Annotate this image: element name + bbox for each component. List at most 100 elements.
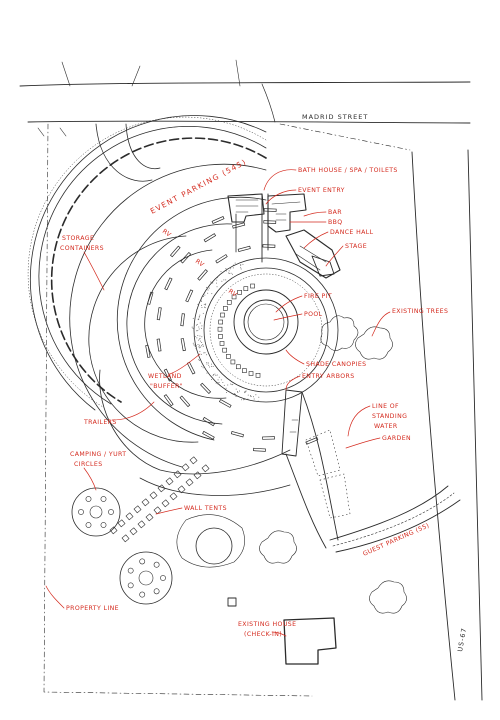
wetland-dot bbox=[206, 372, 208, 374]
wetland-dot bbox=[231, 384, 233, 386]
wetland-dot bbox=[234, 393, 236, 395]
rv-slot bbox=[180, 251, 192, 264]
wall-tent bbox=[137, 520, 146, 529]
property-line bbox=[43, 123, 411, 697]
rv-slot bbox=[203, 233, 217, 243]
wall-tent bbox=[141, 498, 150, 507]
wetland-label-line2: "BUFFER" bbox=[150, 383, 183, 390]
shade-canopy bbox=[218, 334, 223, 339]
wetland-dot bbox=[196, 337, 198, 339]
rv-slot bbox=[200, 382, 212, 394]
wetland-dot bbox=[252, 396, 254, 398]
wetland-dot bbox=[202, 345, 204, 347]
rv-label-1: RV bbox=[161, 228, 173, 239]
wetland-dot bbox=[208, 364, 210, 366]
wetland-dot bbox=[234, 262, 236, 264]
wall-tent bbox=[181, 463, 190, 472]
wetland-dot bbox=[223, 384, 225, 386]
shade-canopy bbox=[242, 368, 247, 373]
storage-label-line2: CONTAINERS bbox=[60, 245, 104, 252]
entry-arbors-label: ENTRY ARBORS bbox=[302, 373, 355, 380]
shade-canopy bbox=[226, 354, 231, 359]
wall-tents-label: WALL TENTS bbox=[184, 505, 227, 512]
wetland-dot bbox=[196, 330, 198, 332]
shade-canopy bbox=[248, 371, 254, 376]
wetland-dot bbox=[199, 314, 201, 316]
wetland-dot bbox=[202, 312, 204, 314]
wetland-dot bbox=[230, 272, 232, 274]
rv-slot bbox=[253, 447, 266, 452]
yurt bbox=[139, 591, 146, 598]
wetland-dot bbox=[206, 363, 208, 365]
bbq-label: BBQ bbox=[328, 219, 343, 226]
wetland-dot bbox=[217, 379, 219, 381]
wetland-dot bbox=[244, 391, 246, 393]
yurt-circle-1 bbox=[71, 487, 121, 537]
wall-tent bbox=[169, 492, 178, 501]
shade-canopy bbox=[217, 326, 223, 332]
wetland-dot bbox=[230, 383, 232, 385]
stage-label: STAGE bbox=[345, 243, 367, 250]
wetland-dot bbox=[218, 376, 220, 378]
wetland-dot bbox=[202, 296, 204, 298]
wetland-dot bbox=[208, 366, 210, 368]
wall-tent bbox=[165, 477, 174, 486]
wetland-dot bbox=[226, 391, 228, 393]
wetland-dot bbox=[191, 326, 193, 328]
wall-tent bbox=[133, 505, 142, 514]
wetland-dot bbox=[198, 347, 200, 349]
wetland-dot bbox=[194, 336, 196, 338]
guest-parking-lot bbox=[329, 485, 461, 553]
wall-tent bbox=[125, 512, 134, 521]
guest-parking-label: GUEST PARKING (55) bbox=[362, 522, 431, 558]
wetland-dot bbox=[201, 300, 203, 302]
wetland-dot bbox=[192, 342, 194, 344]
wetland-dot bbox=[225, 279, 227, 281]
wetland-dot bbox=[218, 381, 220, 383]
wetland-dot bbox=[199, 335, 201, 337]
rv-slot bbox=[156, 307, 162, 321]
camping-label-line2: CIRCLES bbox=[74, 461, 103, 468]
shade-canopy bbox=[250, 283, 255, 289]
wetland-dot bbox=[243, 398, 245, 400]
rv-slot bbox=[237, 245, 251, 253]
storage-container-ring bbox=[50, 137, 267, 403]
wetland-dot bbox=[235, 396, 237, 398]
pool bbox=[243, 299, 289, 345]
driveway bbox=[95, 123, 161, 182]
wall-tent bbox=[173, 470, 182, 479]
shade-canopy bbox=[218, 319, 223, 325]
standing-water-label-line1: LINE OF bbox=[372, 403, 399, 410]
pool-label: POOL bbox=[304, 311, 323, 318]
wetland-dot bbox=[200, 327, 202, 329]
shade-canopy bbox=[236, 364, 241, 370]
wetland-dot bbox=[196, 323, 198, 325]
wetland-dot bbox=[225, 270, 227, 272]
rv-label-2: RV bbox=[194, 258, 206, 269]
wetland-dot bbox=[207, 289, 209, 291]
wetland-dot bbox=[194, 344, 196, 346]
event-parking-lot bbox=[27, 115, 267, 411]
wetland-dot bbox=[212, 282, 214, 284]
shade-canopy bbox=[243, 286, 249, 291]
wetland-dot bbox=[216, 277, 218, 279]
wetland-dot bbox=[212, 375, 214, 377]
wall-tent bbox=[145, 513, 154, 522]
event-parking-label: EVENT PARKING (545) bbox=[149, 157, 249, 216]
wall-tent bbox=[189, 456, 198, 465]
wetland-dot bbox=[210, 365, 212, 367]
wetland-dot bbox=[227, 384, 229, 386]
wetland-dot bbox=[192, 327, 194, 329]
wetland-dot bbox=[203, 303, 205, 305]
wetland-dot bbox=[201, 345, 203, 347]
wetland-dot bbox=[204, 306, 206, 308]
yurts bbox=[78, 496, 166, 598]
wetland-dot bbox=[204, 294, 206, 296]
wall-tent bbox=[109, 526, 118, 535]
wetland-dot bbox=[206, 354, 208, 356]
wetland-dot bbox=[201, 365, 203, 367]
wetland-dot bbox=[200, 340, 202, 342]
event-entry-label: EVENT ENTRY bbox=[298, 187, 345, 194]
annotation-leaders bbox=[45, 169, 391, 637]
